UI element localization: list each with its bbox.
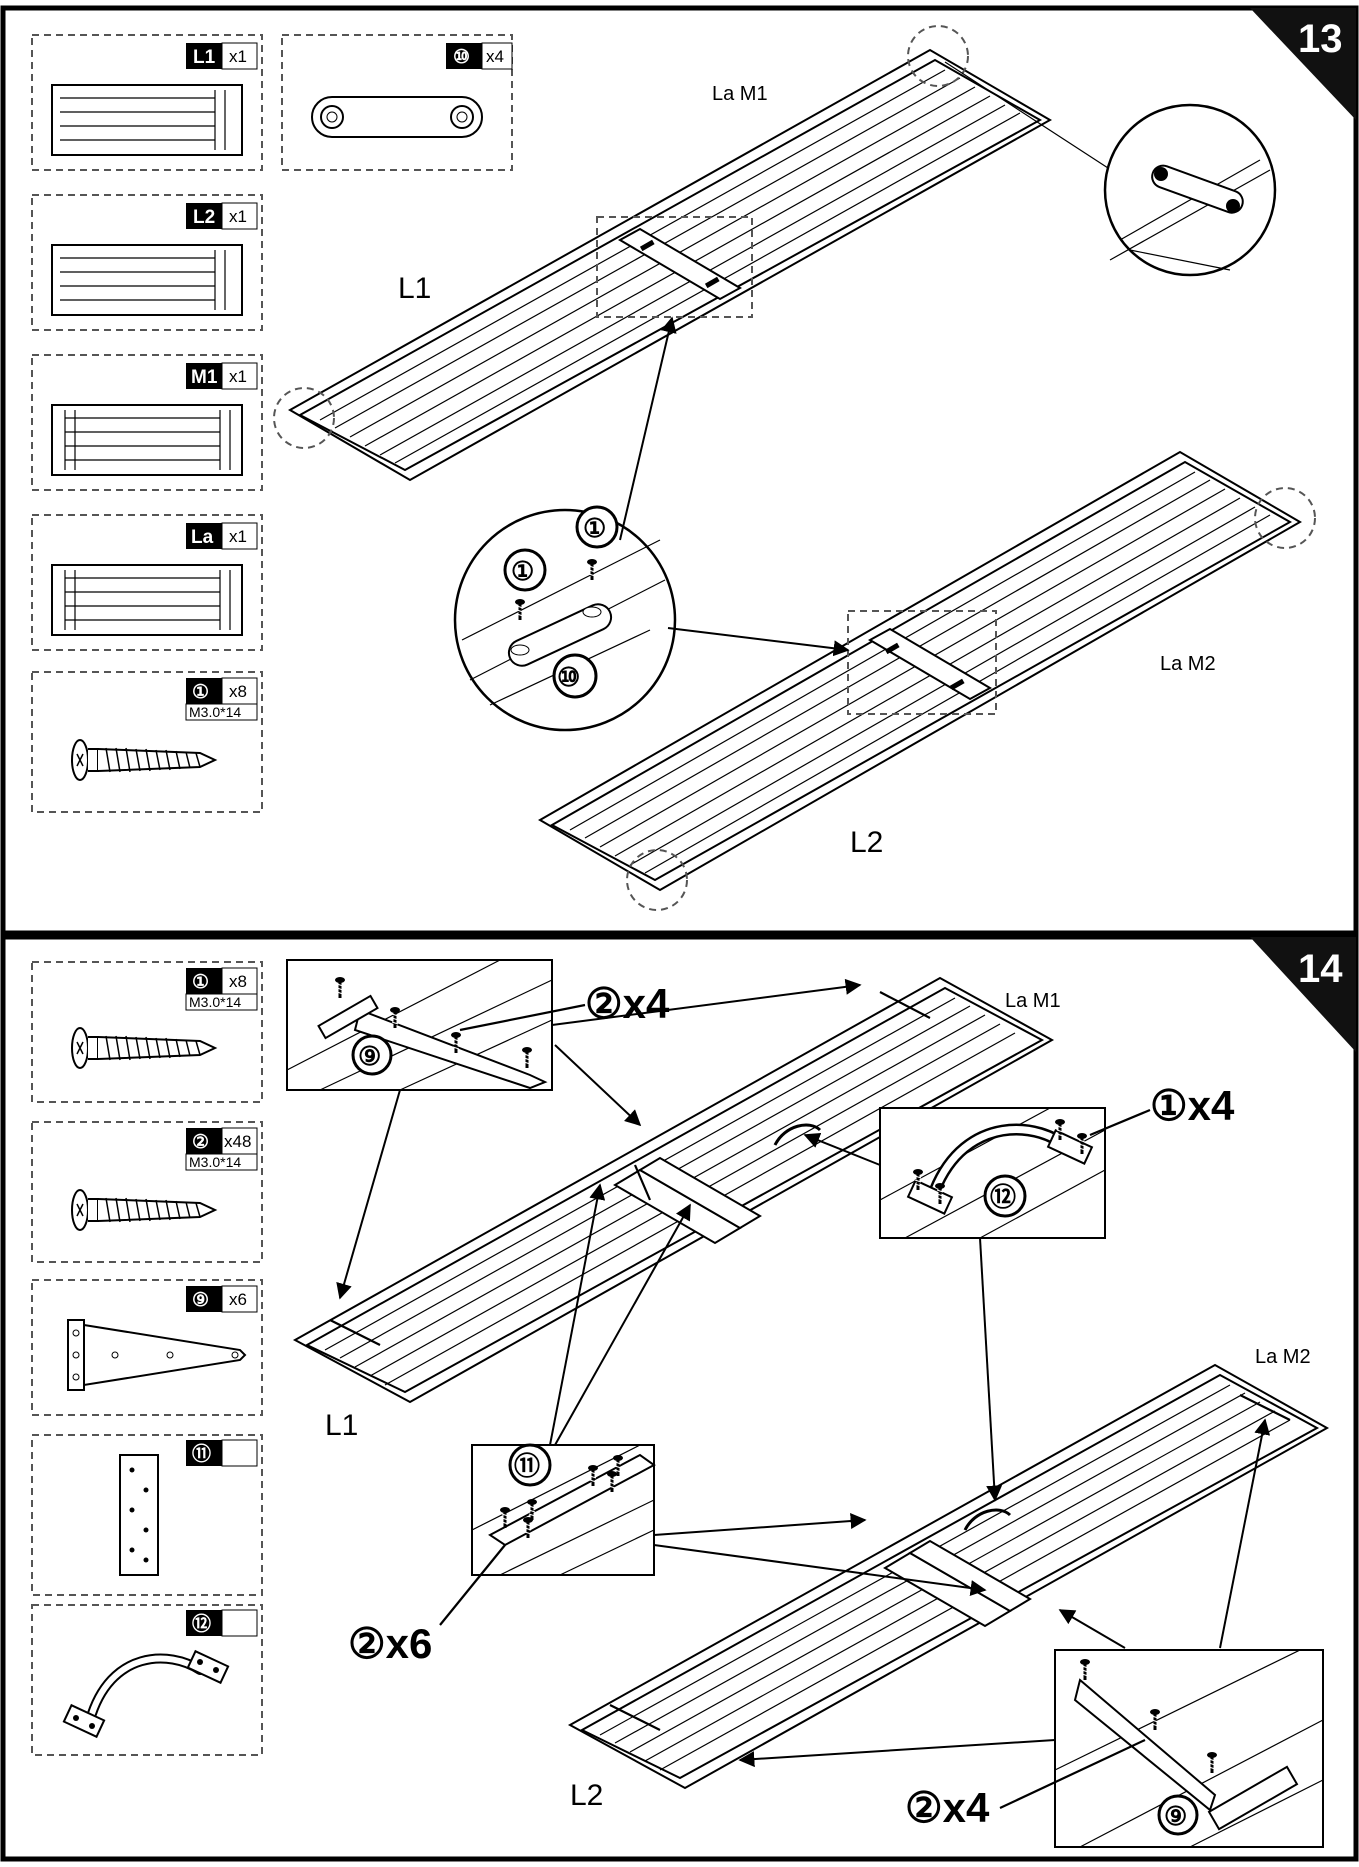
callout-arrow xyxy=(803,1132,881,1166)
callout-arrow xyxy=(653,1513,867,1536)
callout-arrow xyxy=(1219,1418,1271,1649)
step-14-frame xyxy=(0,934,1359,1862)
step-13-corner-badge xyxy=(1250,8,1356,120)
part-code: ⑪ xyxy=(192,1442,211,1465)
callout-screw-count: ②x6 xyxy=(348,1620,432,1667)
label-l1: L1 xyxy=(398,272,431,305)
step-13-frame xyxy=(0,5,1359,936)
step-13-callout-circle: ① ① ⑩ xyxy=(453,505,677,732)
callout-arrow xyxy=(554,1044,642,1127)
step-13-detail-box-top xyxy=(596,216,753,318)
part-code: ⑨ xyxy=(192,1290,209,1311)
step-13-panel: 13 L1 x1 ⑩ x4 L2 x1 xyxy=(0,5,1359,936)
step-14-detail-hinge-top: ⑨ xyxy=(286,959,553,1091)
leader-line xyxy=(439,1544,506,1626)
part-code: ⑩ xyxy=(453,47,470,68)
step-13-panel-L2-M2 xyxy=(538,450,1302,892)
part-qty: x6 xyxy=(229,1290,247,1309)
part-qty: x1 xyxy=(229,367,247,386)
step-14-detail-hinge-bottom: ⑨ xyxy=(1054,1649,1324,1848)
step-13-magnified-plate xyxy=(944,61,1277,277)
label-la-m2: La M2 xyxy=(1160,653,1216,675)
part-code: La xyxy=(191,527,214,548)
callout-plate-label: ⑪ xyxy=(514,1451,540,1481)
screw-icon xyxy=(71,1189,216,1231)
callout-hinge-label: ⑨ xyxy=(358,1041,381,1071)
part-code: ② xyxy=(192,1132,209,1153)
part-code: L2 xyxy=(193,207,215,228)
part-spec: M3.0*14 xyxy=(189,704,241,720)
callout-screw-count: ①x4 xyxy=(1150,1082,1235,1129)
callout-screw-label: ① xyxy=(583,513,606,543)
step-13-detail-box-bottom xyxy=(847,610,997,715)
part-qty: x1 xyxy=(229,207,247,226)
step-14-part-11-plate: ⑪ xyxy=(31,1434,263,1596)
step-14-number: 14 xyxy=(1298,947,1343,991)
callout-arrow xyxy=(979,1237,1003,1502)
step-14-detail-handle: ⑫ xyxy=(879,1107,1106,1239)
part-qty: x1 xyxy=(229,527,247,546)
step-14-assembly-L1-M1 xyxy=(292,976,1055,1404)
callout-arrow xyxy=(619,316,677,541)
callout-arrow xyxy=(336,1089,401,1300)
label-l2: L2 xyxy=(570,1779,603,1812)
step-13-part-1-screw: ① x8 M3.0*14 xyxy=(31,671,263,813)
step-14-detail-plate: ⑪ xyxy=(471,1443,656,1576)
step-14-part-1-screw: ① x8 M3.0*14 xyxy=(31,961,263,1103)
corner-highlight xyxy=(907,25,969,87)
label-la-m1: La M1 xyxy=(1005,990,1061,1012)
part-code: L1 xyxy=(193,47,216,68)
callout-arrow xyxy=(551,978,862,1026)
corner-highlight xyxy=(626,849,688,911)
callout-hinge-label: ⑨ xyxy=(1164,1801,1187,1831)
step-13-part-L2: L2 x1 xyxy=(31,194,263,331)
callout-arrow xyxy=(738,1739,1056,1768)
step-13-panel-L1-M1 xyxy=(287,48,1053,482)
part-code: ⑫ xyxy=(192,1612,211,1635)
leader-line xyxy=(999,1739,1146,1809)
step-14-corner-badge xyxy=(1250,937,1356,1052)
part-qty: x8 xyxy=(229,682,247,701)
step-13-part-L1: L1 x1 xyxy=(31,34,263,171)
step-13-part-La: La x1 xyxy=(31,514,263,651)
leader-line xyxy=(459,1003,586,1032)
screw-icon xyxy=(71,1027,216,1069)
corner-highlight xyxy=(1254,487,1316,549)
step-14-part-2-screw: ② x48 M3.0*14 xyxy=(31,1121,263,1263)
callout-arrow xyxy=(667,627,850,657)
part-code: M1 xyxy=(191,367,218,388)
step-13-part-10-plate: ⑩ x4 xyxy=(281,34,513,171)
step-14-part-9-hinge: ⑨ x6 xyxy=(31,1279,263,1416)
leader-line xyxy=(1089,1108,1151,1137)
callout-arrow xyxy=(554,1203,691,1446)
callout-arrow xyxy=(653,1544,987,1596)
corner-highlight xyxy=(273,387,335,449)
callout-handle-label: ⑫ xyxy=(990,1182,1016,1212)
screw-icon xyxy=(71,739,216,781)
callout-screw-count: ②x4 xyxy=(905,1784,990,1831)
part-qty: x1 xyxy=(229,47,247,66)
label-la-m2: La M2 xyxy=(1255,1346,1311,1368)
label-l2: L2 xyxy=(850,826,883,859)
callout-plate-label: ⑩ xyxy=(557,662,580,692)
callout-arrow xyxy=(1058,1609,1126,1649)
part-qty: x48 xyxy=(224,1132,251,1151)
part-code: ① xyxy=(192,972,209,993)
part-spec: M3.0*14 xyxy=(189,1154,241,1170)
part-qty: x8 xyxy=(229,972,247,991)
step-14-part-12-handle: ⑫ xyxy=(31,1604,263,1756)
part-qty: x4 xyxy=(486,47,504,66)
callout-screw-label: ① xyxy=(511,556,534,586)
step-13-number: 13 xyxy=(1298,17,1343,61)
step-14-panel: 14 ① x8 M3.0*14 ② x48 M3.0*14 ⑨ xyxy=(0,934,1359,1862)
callout-arrow xyxy=(549,1183,606,1446)
label-l1: L1 xyxy=(325,1409,358,1442)
part-spec: M3.0*14 xyxy=(189,994,241,1010)
step-14-assembly-L2-M2 xyxy=(567,1363,1330,1790)
part-code: ① xyxy=(192,682,209,703)
step-13-part-M1: M1 x1 xyxy=(31,354,263,491)
label-la-m1: La M1 xyxy=(712,83,768,105)
